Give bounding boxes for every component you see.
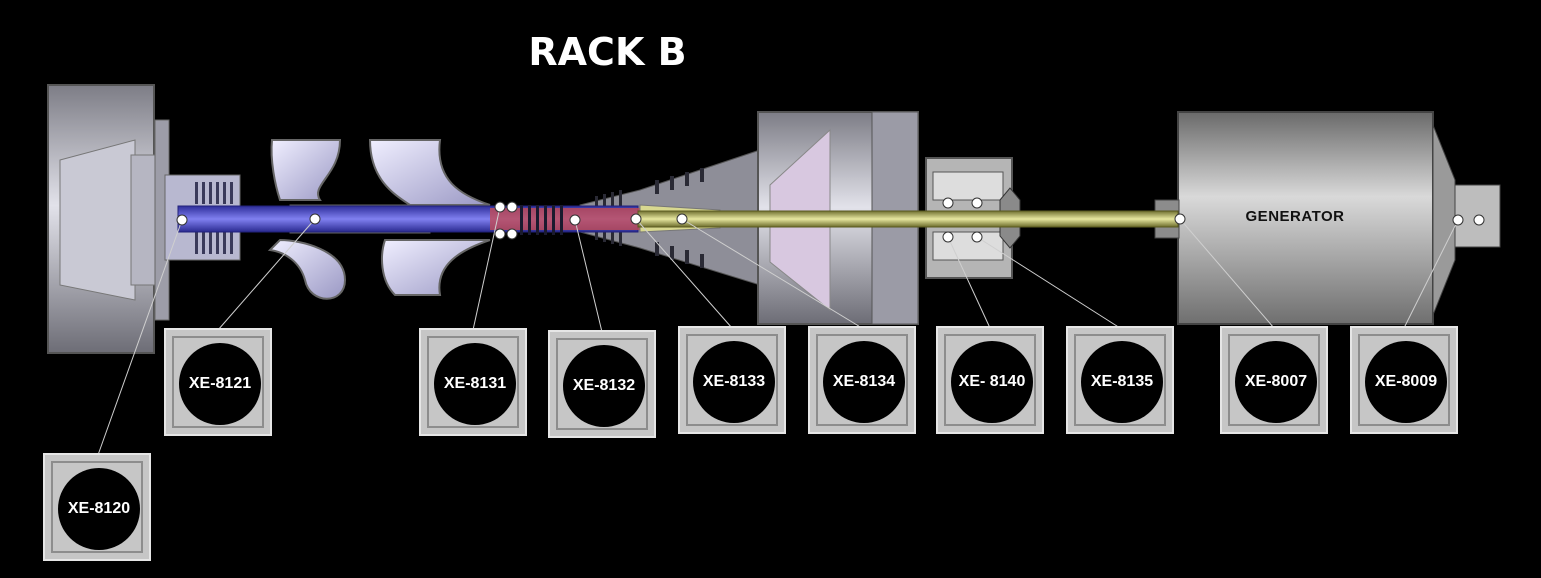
probe-point [971, 197, 983, 209]
probe-tile-xe-8135[interactable]: XE-8135 [1066, 326, 1174, 434]
probe-point [494, 228, 506, 240]
probe-tile-xe-8009[interactable]: XE-8009 [1350, 326, 1458, 434]
probe-tile-xe-8007[interactable]: XE-8007 [1220, 326, 1328, 434]
probe-tag: XE-8133 [693, 341, 775, 423]
probe-point [309, 213, 321, 225]
rack-title: RACK B [528, 30, 687, 74]
probe-tile-xe-8121[interactable]: XE-8121 [164, 328, 272, 436]
probe-point [1473, 214, 1485, 226]
probe-point [676, 213, 688, 225]
probe-tile-xe-8132[interactable]: XE-8132 [548, 330, 656, 438]
probe-point [494, 201, 506, 213]
probe-point [1174, 213, 1186, 225]
probe-tile-xe-8131[interactable]: XE-8131 [419, 328, 527, 436]
probe-point [942, 197, 954, 209]
probe-point [176, 214, 188, 226]
probe-point [630, 213, 642, 225]
probe-tag: XE-8132 [563, 345, 645, 427]
shafts [177, 204, 1179, 235]
combustor-scrolls [267, 139, 491, 300]
probe-tag: XE-8007 [1235, 341, 1317, 423]
probe-tag: XE- 8140 [951, 341, 1033, 423]
probe-leader-lines [97, 206, 1459, 456]
probe-tag: XE-8135 [1081, 341, 1163, 423]
generator [1154, 111, 1501, 325]
inlet-casing [47, 84, 170, 354]
probe-tag: XE-8134 [823, 341, 905, 423]
probe-tag: XE-8131 [434, 343, 516, 425]
probe-tile-xe-8134[interactable]: XE-8134 [808, 326, 916, 434]
probe-point [506, 201, 518, 213]
probe-point [1452, 214, 1464, 226]
probe-tile-xe-8133[interactable]: XE-8133 [678, 326, 786, 434]
probe-tile-xe-8140[interactable]: XE- 8140 [936, 326, 1044, 434]
probe-tag: XE-8009 [1365, 341, 1447, 423]
probe-point [942, 231, 954, 243]
probe-point [569, 214, 581, 226]
probe-tag: XE-8120 [58, 468, 140, 550]
probe-points [176, 197, 1485, 243]
probe-tile-xe-8120[interactable]: XE-8120 [43, 453, 151, 561]
probe-point [971, 231, 983, 243]
probe-tag: XE-8121 [179, 343, 261, 425]
probe-point [506, 228, 518, 240]
generator-label: GENERATOR [1245, 208, 1345, 225]
